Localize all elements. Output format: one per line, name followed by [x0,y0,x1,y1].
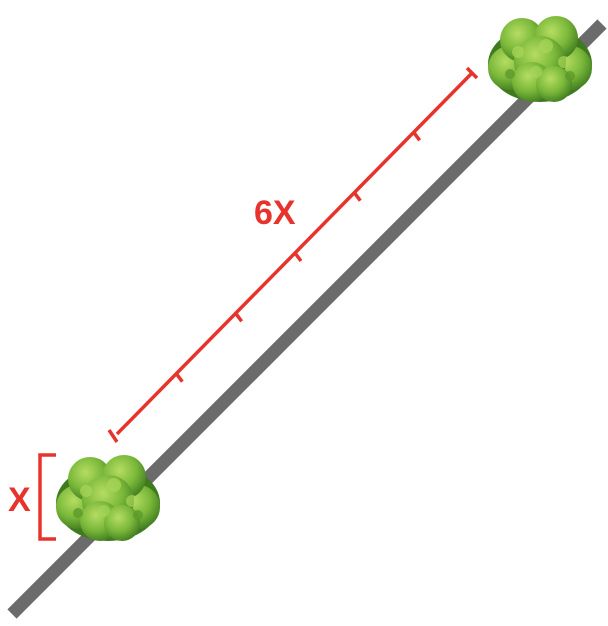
height-label: X [8,481,31,519]
spacing-label: 6X [254,194,296,232]
shrub-lower [56,455,160,541]
spacing-measure-tick [293,251,303,263]
height-bracket [38,453,56,541]
spacing-measure-tick [412,131,422,142]
spacing-measure-tick [234,312,244,323]
spacing-measure-end-tick [107,429,119,443]
shrub-upper [488,16,592,102]
spacing-measure-tick [352,191,362,202]
spacing-measure-tick [174,372,184,383]
spacing-measure-end-tick [465,66,479,80]
spacing-measure [107,66,479,443]
